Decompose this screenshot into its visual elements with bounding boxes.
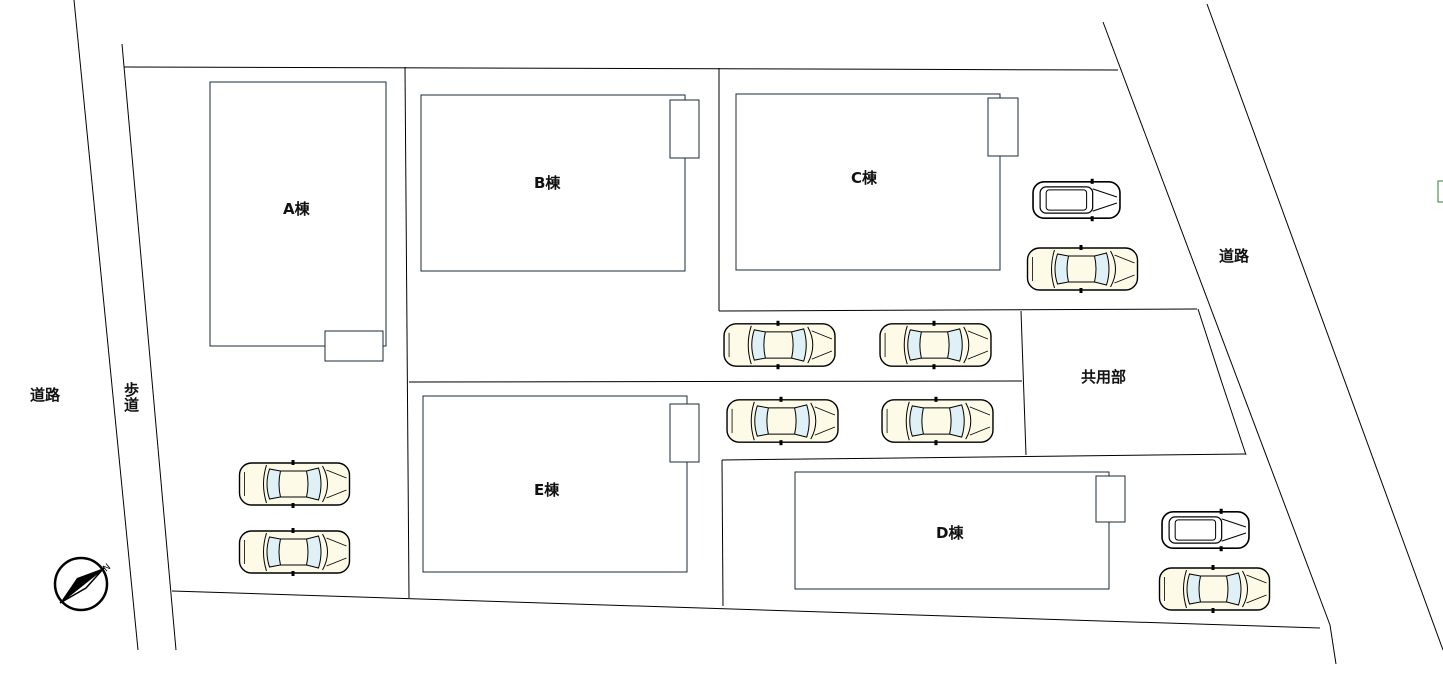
road-label-right: 道路 bbox=[1219, 247, 1250, 265]
building-c: C棟 bbox=[735, 93, 1019, 271]
building-d: D棟 bbox=[794, 471, 1126, 590]
common-area-label: 共用部 bbox=[1081, 368, 1126, 386]
north-arrow-icon: N bbox=[53, 556, 114, 612]
building-d-label: D棟 bbox=[936, 524, 964, 542]
north-marker: N bbox=[102, 562, 114, 574]
car-icon bbox=[881, 396, 994, 446]
edge-mark bbox=[1437, 180, 1443, 203]
car-icon bbox=[879, 320, 992, 370]
building-e-label: E棟 bbox=[534, 481, 560, 499]
building-b: B棟 bbox=[420, 94, 700, 272]
car-icon bbox=[1026, 245, 1139, 293]
car-icon bbox=[238, 460, 351, 508]
building-a-label: A棟 bbox=[283, 200, 311, 218]
sidewalk-label: 歩道 bbox=[122, 381, 140, 412]
car-icon bbox=[238, 528, 351, 576]
site-boundary bbox=[123, 66, 1321, 629]
road-label-left: 道路 bbox=[30, 386, 61, 404]
building-a: A棟 bbox=[209, 81, 387, 362]
car-icon bbox=[1032, 178, 1121, 222]
lot-dividers bbox=[404, 66, 1247, 607]
building-b-label: B棟 bbox=[534, 174, 561, 192]
building-e: E棟 bbox=[422, 395, 700, 573]
car-icon bbox=[726, 396, 839, 446]
car-icon bbox=[1161, 508, 1250, 552]
building-c-label: C棟 bbox=[851, 169, 878, 187]
car-icon bbox=[723, 320, 836, 370]
road-lines bbox=[73, 0, 1443, 665]
car-icon bbox=[1158, 565, 1271, 613]
